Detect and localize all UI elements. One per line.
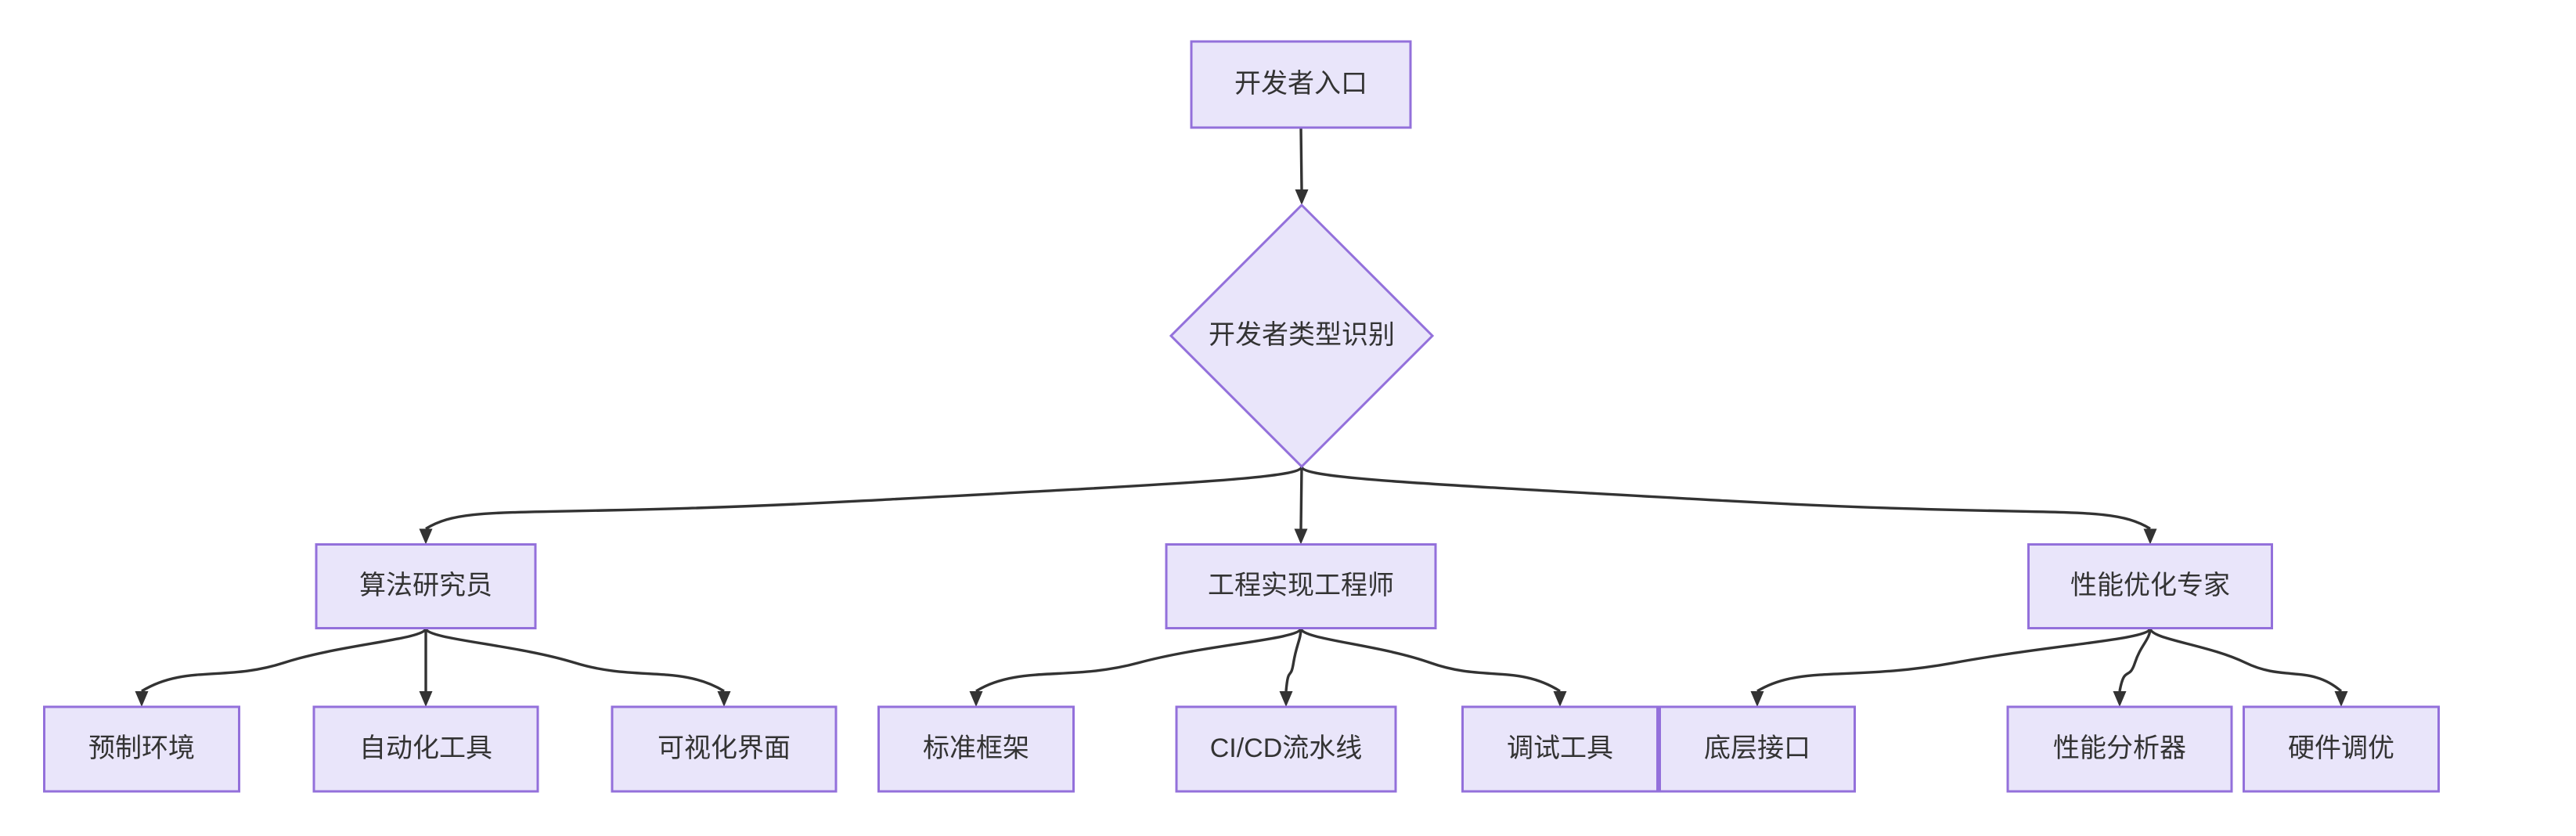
edge-arrowhead (717, 691, 731, 707)
process-rectangle[interactable] (611, 705, 838, 793)
edge-decision-to-role_eng (1299, 466, 1303, 529)
process-rectangle[interactable] (2027, 543, 2273, 629)
node-role_algo[interactable]: 算法研究员 (315, 543, 537, 629)
edge-arrowhead (1279, 691, 1293, 707)
process-rectangle[interactable] (1175, 705, 1397, 793)
edge-arrowhead (2334, 691, 2348, 707)
process-rectangle[interactable] (1190, 40, 1412, 129)
edge-role_eng-to-leaf_debug (1299, 627, 1561, 693)
process-rectangle[interactable] (1165, 543, 1437, 629)
node-label: 调试工具 (1507, 733, 1613, 763)
edge-arrowhead (2113, 691, 2127, 707)
edge-role_perf-to-leaf_hw (2149, 627, 2343, 693)
node-decision[interactable]: 开发者类型识别 (1169, 203, 1435, 469)
node-leaf_debug[interactable]: 调试工具 (1461, 705, 1659, 793)
edge-role_algo-to-leaf_env (141, 627, 427, 693)
decision-diamond[interactable] (1169, 203, 1435, 469)
node-leaf_env[interactable]: 预制环境 (43, 705, 240, 793)
node-entry[interactable]: 开发者入口 (1190, 40, 1412, 129)
node-role_perf[interactable]: 性能优化专家 (2027, 543, 2273, 629)
node-label: 性能优化专家 (2070, 571, 2230, 600)
edge-arrowhead (419, 528, 433, 545)
edge-arrowhead (1294, 528, 1308, 545)
node-label: 工程实现工程师 (1208, 571, 1394, 600)
node-label: 开发者入口 (1234, 69, 1367, 99)
node-label: 标准框架 (923, 733, 1029, 763)
node-label: 开发者类型识别 (1209, 320, 1395, 350)
edge-decision-to-role_algo (425, 466, 1303, 530)
node-leaf_profiler[interactable]: 性能分析器 (2006, 705, 2233, 793)
edge-role_eng-to-leaf_std (975, 627, 1302, 693)
edge-arrowhead (969, 691, 983, 707)
node-leaf_hw[interactable]: 硬件调优 (2243, 705, 2440, 793)
edge-role_eng-to-leaf_cicd (1284, 628, 1302, 692)
edge-arrowhead (1553, 691, 1567, 707)
edge-decision-to-role_perf (1300, 466, 2151, 530)
node-label: CI/CD流水线 (1210, 733, 1363, 763)
edge-arrowhead (135, 691, 149, 707)
node-label: 可视化界面 (658, 733, 791, 763)
node-label: 自动化工具 (359, 733, 492, 763)
edge-arrowhead (2143, 528, 2157, 545)
node-leaf_cicd[interactable]: CI/CD流水线 (1175, 705, 1397, 793)
process-rectangle[interactable] (1659, 705, 1856, 793)
process-rectangle[interactable] (43, 705, 240, 793)
edge-role_perf-to-leaf_api (1756, 627, 2152, 693)
process-rectangle[interactable] (315, 543, 537, 629)
process-rectangle[interactable] (2243, 705, 2440, 793)
node-label: 预制环境 (88, 733, 195, 763)
node-label: 硬件调优 (2288, 733, 2394, 763)
edge-arrowhead (1750, 691, 1764, 707)
edge-role_perf-to-leaf_profiler (2118, 628, 2152, 692)
edge-arrowhead (1295, 189, 1309, 205)
edge-arrowhead (419, 691, 433, 707)
node-leaf_api[interactable]: 底层接口 (1659, 705, 1856, 793)
edge-role_algo-to-leaf_viz (424, 627, 725, 693)
node-leaf_auto[interactable]: 自动化工具 (312, 705, 539, 793)
node-role_eng[interactable]: 工程实现工程师 (1165, 543, 1437, 629)
process-rectangle[interactable] (2006, 705, 2233, 793)
process-rectangle[interactable] (877, 705, 1075, 793)
edge-entry-to-decision (1299, 127, 1303, 190)
process-rectangle[interactable] (1461, 705, 1659, 793)
node-leaf_viz[interactable]: 可视化界面 (611, 705, 838, 793)
node-label: 性能分析器 (2053, 733, 2186, 763)
node-leaf_std[interactable]: 标准框架 (877, 705, 1075, 793)
node-label: 底层接口 (1704, 733, 1810, 763)
process-rectangle[interactable] (312, 705, 539, 793)
node-label: 算法研究员 (359, 571, 492, 600)
edges-layer (135, 127, 2348, 707)
